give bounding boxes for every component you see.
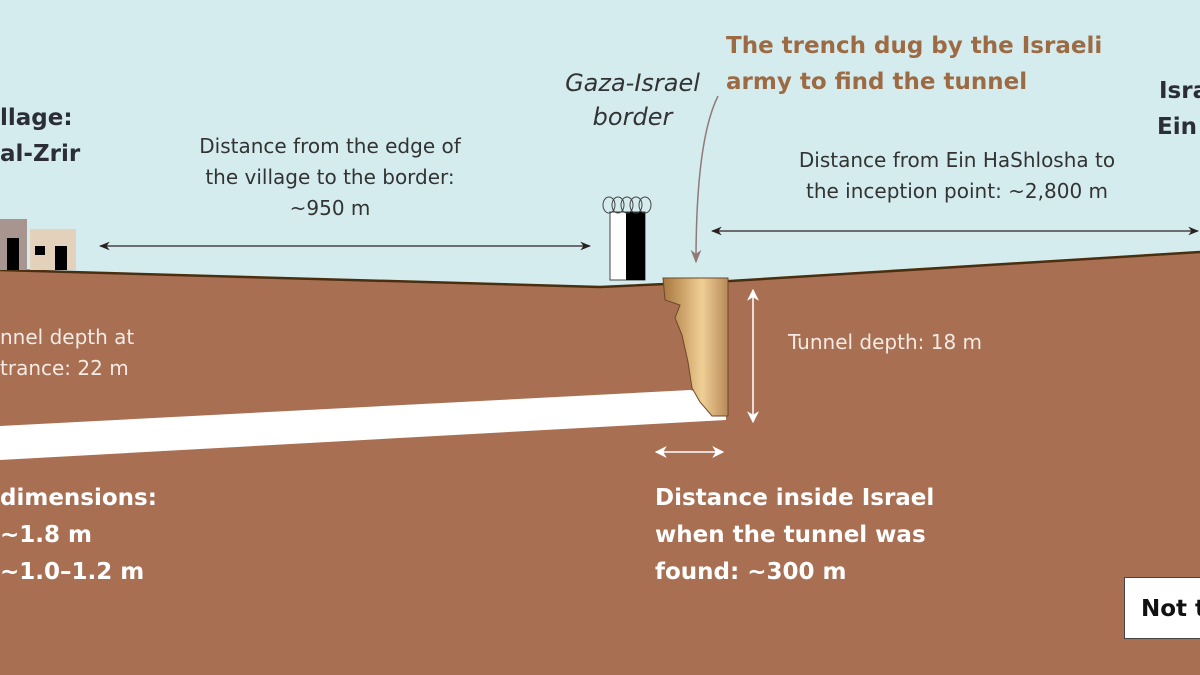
village-label-line1: llage:: [0, 105, 73, 131]
village-label: llage: al-Zrir: [0, 100, 80, 172]
ein-distance-label: Distance from Ein HaShlosha to the incep…: [782, 145, 1132, 207]
inside-distance-label: Distance inside Israel when the tunnel w…: [655, 480, 934, 591]
village-label-line2: al-Zrir: [0, 141, 81, 167]
label-line: Gaza-Israel: [565, 69, 700, 97]
label-line: Ein: [1157, 114, 1197, 140]
label-line: Distance inside Israel: [655, 485, 935, 511]
border-label: Gaza-Israel border: [550, 66, 715, 134]
label-line: the village to the border:: [205, 165, 455, 189]
label-line: ~950 m: [289, 196, 371, 220]
label-line: found: ~300 m: [655, 559, 847, 585]
label-line: Isra: [1159, 78, 1200, 104]
label-line: ~1.8 m: [0, 522, 92, 548]
israel-label: Isra Ein: [1157, 73, 1200, 145]
label-line: trance: 22 m: [0, 356, 129, 380]
label-line: ~1.0–1.2 m: [0, 559, 145, 585]
scale-note: Not t: [1124, 577, 1200, 639]
village-houses-icon: [0, 219, 76, 270]
trench-label: The trench dug by the Israeli army to fi…: [726, 28, 1102, 100]
border-fence-icon: [602, 196, 652, 281]
label-line: nnel depth at: [0, 325, 135, 349]
label-line: border: [592, 103, 673, 131]
dimensions-label: dimensions: ~1.8 m ~1.0–1.2 m: [0, 480, 157, 591]
ground: [0, 252, 1200, 675]
village-distance-label: Distance from the edge of the village to…: [180, 131, 480, 224]
label-line: the inception point: ~2,800 m: [805, 179, 1109, 203]
trench-shape: [662, 277, 729, 417]
trench-pointer-arrow: [690, 95, 719, 264]
label-line: The trench dug by the Israeli: [726, 33, 1103, 59]
entrance-depth-label: nnel depth at trance: 22 m: [0, 322, 134, 384]
label-line: when the tunnel was: [655, 522, 926, 548]
label-line: Distance from the edge of: [199, 134, 461, 158]
label-line: dimensions:: [0, 485, 157, 511]
label-line: Distance from Ein HaShlosha to: [798, 148, 1116, 172]
israel-depth-label: Tunnel depth: 18 m: [788, 330, 983, 354]
label-line: army to find the tunnel: [726, 69, 1028, 95]
tunnel: [0, 390, 726, 460]
